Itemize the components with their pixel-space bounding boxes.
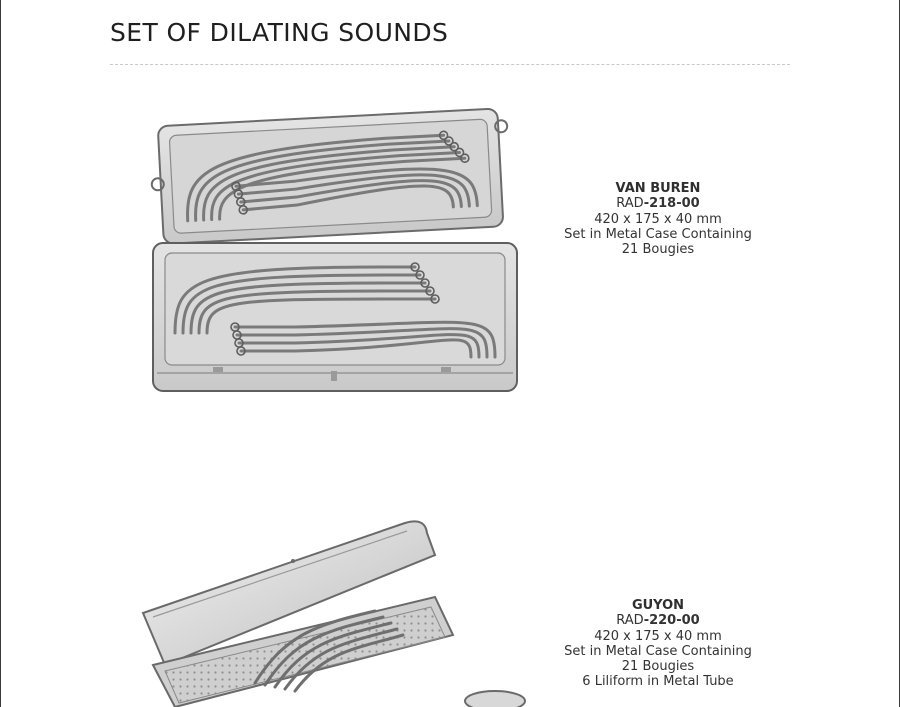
product-contents-line: 21 Bougies [621,242,695,258]
product-description: Set in Metal Case Containing [564,643,752,659]
product-dimensions: 420 x 175 x 40 mm [594,628,722,644]
van-buren-info: VAN BUREN RAD-218-00 420 x 175 x 40 mm S… [538,181,778,257]
product-code: RAD-218-00 [616,196,700,212]
van-buren-set-image [150,107,518,392]
product-contents-line: 21 Bougies [621,659,695,675]
title-divider [110,64,790,65]
product-code: RAD-220-00 [616,613,700,629]
page-title: SET OF DILATING SOUNDS [110,18,449,47]
product-contents-line: 6 Liliform in Metal Tube [582,674,734,690]
product-dimensions: 420 x 175 x 40 mm [594,211,722,227]
guyon-info: GUYON RAD-220-00 420 x 175 x 40 mm Set i… [538,598,778,690]
product-name: VAN BUREN [615,181,701,196]
product-name: GUYON [631,598,685,613]
guyon-set-image [141,520,526,707]
page-frame-left [0,0,1,707]
product-description: Set in Metal Case Containing [564,226,752,242]
